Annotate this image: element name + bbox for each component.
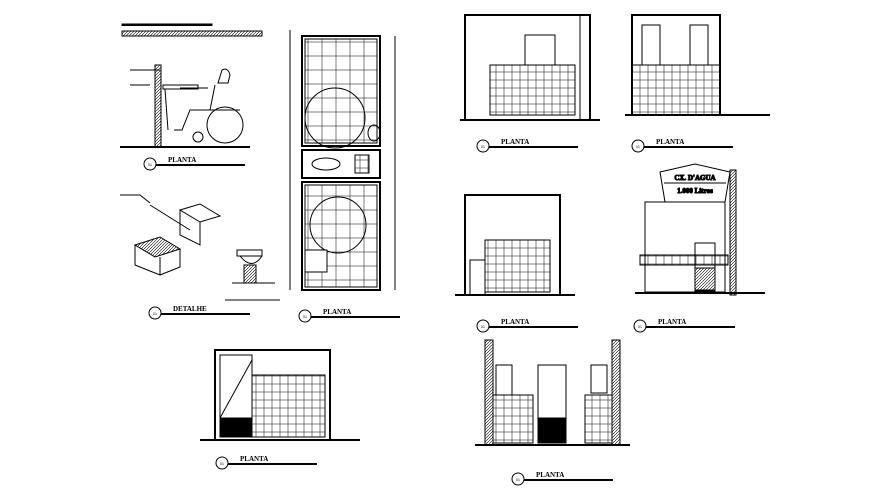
view-number: 01 [636, 145, 640, 149]
view-title-elevation-e: 01 PLANTA [511, 471, 613, 486]
elevation-d-view [200, 349, 360, 441]
view-number: 01 [303, 315, 307, 319]
isometric-detail-view [120, 194, 280, 301]
view-title-wheelchair-section: 01 PLANTA [143, 156, 245, 171]
view-number: 01 [638, 325, 642, 329]
view-title: DETALHE [173, 305, 207, 313]
water-tank-label-line2: 1.000 Litros [677, 187, 713, 195]
elevation-water-tank-view: CX. D'AGUA 1.000 Litros [635, 163, 765, 296]
view-title: PLANTA [240, 455, 268, 463]
elevation-b-view [625, 14, 770, 116]
elevation-c-view [455, 194, 575, 296]
view-titles: 01PLANTA01DETALHE01PLANTA01PLANTA01PLANT… [143, 138, 735, 486]
view-title-elevation-d: 01 PLANTA [215, 455, 317, 470]
elevation-a-view [460, 14, 600, 121]
view-number: 01 [148, 163, 152, 167]
view-number: 01 [153, 312, 157, 316]
view-title: PLANTA [656, 138, 684, 146]
view-number: 01 [516, 478, 520, 482]
water-tank-label-line1: CX. D'AGUA [674, 174, 715, 182]
view-title-elevation-a: 01 PLANTA [476, 138, 578, 153]
elevation-e-view [475, 339, 630, 446]
view-title: PLANTA [501, 138, 529, 146]
bathroom-plan-view [289, 30, 396, 291]
view-title-elevation-c: 01 PLANTA [476, 318, 578, 333]
view-number: 01 [220, 462, 224, 466]
view-title-isometric-detail: 01 DETALHE [148, 305, 250, 320]
view-title: PLANTA [536, 471, 564, 479]
view-number: 01 [481, 145, 485, 149]
view-title: PLANTA [501, 318, 529, 326]
view-title: PLANTA [168, 156, 196, 164]
view-title: PLANTA [323, 308, 351, 316]
view-title-bathroom-plan: 01 PLANTA [298, 308, 400, 323]
wheelchair-section-view [120, 23, 263, 148]
view-title-elevation-b: 01 PLANTA [631, 138, 733, 153]
view-number: 01 [481, 325, 485, 329]
view-title: PLANTA [658, 318, 686, 326]
view-title-elevation-water-tank: 01 PLANTA [633, 318, 735, 333]
